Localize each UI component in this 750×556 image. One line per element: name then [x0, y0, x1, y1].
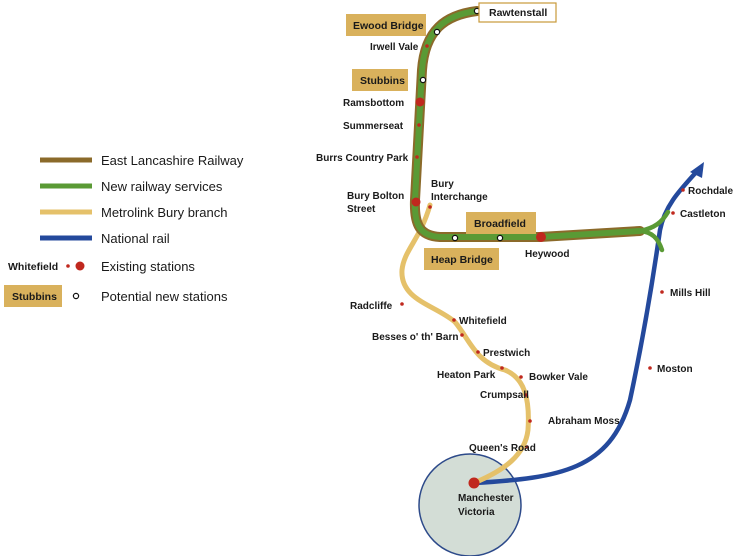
label-manchester-victoria-line1: Manchester: [458, 493, 514, 504]
metrolink-bury-line: [399, 202, 531, 486]
label-bury-bolton-street-line2: Street: [347, 204, 376, 215]
label-besses: Besses o' th' Barn: [372, 332, 458, 343]
station-dot-abraham-moss[interactable]: [528, 419, 532, 423]
potential-station-broadfield[interactable]: [496, 234, 504, 242]
label-rochdale: Rochdale: [688, 186, 733, 197]
new-services-link-south: [637, 228, 665, 253]
label-burrs-country-park: Burrs Country Park: [316, 153, 409, 164]
station-dot-whitefield[interactable]: [452, 318, 456, 322]
label-heywood: Heywood: [525, 249, 569, 260]
tag-rawtenstall-box: [478, 2, 557, 23]
tag-broadfield-box: [466, 212, 536, 234]
station-dot-moston[interactable]: [648, 366, 652, 370]
station-dot-heywood[interactable]: [536, 232, 546, 242]
label-radcliffe: Radcliffe: [350, 301, 393, 312]
legend-potential-dot: [72, 292, 80, 300]
legend-potential-sample: Stubbins: [12, 291, 57, 303]
tag-stubbins-box: [352, 69, 408, 91]
station-dot-bowker-vale[interactable]: [519, 375, 523, 379]
label-crumpsall: Crumpsall: [480, 390, 529, 401]
tag-broadfield: Broadfield: [474, 218, 526, 230]
station-dot-crumpsall[interactable]: [524, 393, 528, 397]
label-heaton-park: Heaton Park: [437, 370, 496, 381]
label-prestwich: Prestwich: [483, 348, 530, 359]
label-manchester-victoria-line2: Victoria: [458, 507, 495, 518]
tag-ewood-bridge: Ewood Bridge: [353, 20, 424, 32]
legend-label-east-lancashire: East Lancashire Railway: [101, 153, 244, 168]
label-bury-interchange-line1: Bury: [431, 179, 454, 190]
station-dot-irwell-vale[interactable]: [425, 44, 429, 48]
legend-existing-large-dot: [75, 261, 85, 271]
label-mills-hill: Mills Hill: [670, 288, 711, 299]
station-dot-besses[interactable]: [460, 333, 464, 337]
station-dot-castleton[interactable]: [671, 211, 675, 215]
legend-label-existing: Existing stations: [101, 259, 195, 274]
station-dot-burrs-country-park[interactable]: [415, 155, 419, 159]
label-summerseat: Summerseat: [343, 121, 404, 132]
label-bury-bolton-street-line1: Bury Bolton: [347, 191, 404, 202]
tag-stubbins: Stubbins: [360, 75, 405, 87]
potential-station-ewood-bridge[interactable]: [433, 28, 441, 36]
label-castleton: Castleton: [680, 209, 726, 220]
station-dot-mills-hill[interactable]: [660, 290, 664, 294]
station-dot-prestwich[interactable]: [476, 350, 480, 354]
station-dot-radcliffe[interactable]: [400, 302, 404, 306]
tag-heap-bridge: Heap Bridge: [431, 254, 493, 266]
label-abraham-moss: Abraham Moss: [548, 416, 620, 427]
new-railway-services-line: [411, 8, 643, 240]
label-queens-road: Queen's Road: [469, 443, 536, 454]
station-dot-bury-interchange[interactable]: [428, 205, 432, 209]
station-dot-manchester-victoria[interactable]: [468, 477, 480, 489]
station-dot-heaton-park[interactable]: [500, 366, 504, 370]
label-whitefield: Whitefield: [459, 316, 507, 327]
station-dot-queens-road[interactable]: [525, 445, 529, 449]
manchester-victoria-hub: [418, 453, 522, 556]
legend-potential-sample-box: [4, 285, 62, 307]
legend-existing-small-dot: [66, 264, 70, 268]
legend-label-new-services: New railway services: [101, 179, 223, 194]
east-lancashire-railway-line: [409, 6, 645, 242]
label-irwell-vale: Irwell Vale: [370, 42, 419, 53]
label-bury-interchange-line2: Interchange: [431, 192, 488, 203]
label-bowker-vale: Bowker Vale: [529, 372, 588, 383]
tag-heap-bridge-box: [424, 248, 499, 270]
label-moston: Moston: [657, 364, 693, 375]
legend-label-potential: Potential new stations: [101, 289, 228, 304]
potential-station-heap-bridge[interactable]: [451, 234, 459, 242]
label-ramsbottom: Ramsbottom: [343, 98, 404, 109]
legend-existing-sample: Whitefield: [8, 261, 58, 273]
station-dot-bury-bolton-street[interactable]: [411, 197, 421, 207]
legend-label-national-rail: National rail: [101, 231, 170, 246]
legend-label-metrolink: Metrolink Bury branch: [101, 205, 227, 220]
station-dot-ramsbottom[interactable]: [415, 97, 425, 107]
station-dot-rochdale[interactable]: [681, 188, 685, 192]
legend: East Lancashire Railway New railway serv…: [4, 153, 244, 307]
national-rail-arrowhead: [690, 162, 704, 178]
station-dot-summerseat[interactable]: [417, 123, 421, 127]
tag-ewood-bridge-box: [346, 14, 426, 36]
potential-station-stubbins[interactable]: [419, 76, 427, 84]
tag-rawtenstall: Rawtenstall: [489, 7, 547, 19]
